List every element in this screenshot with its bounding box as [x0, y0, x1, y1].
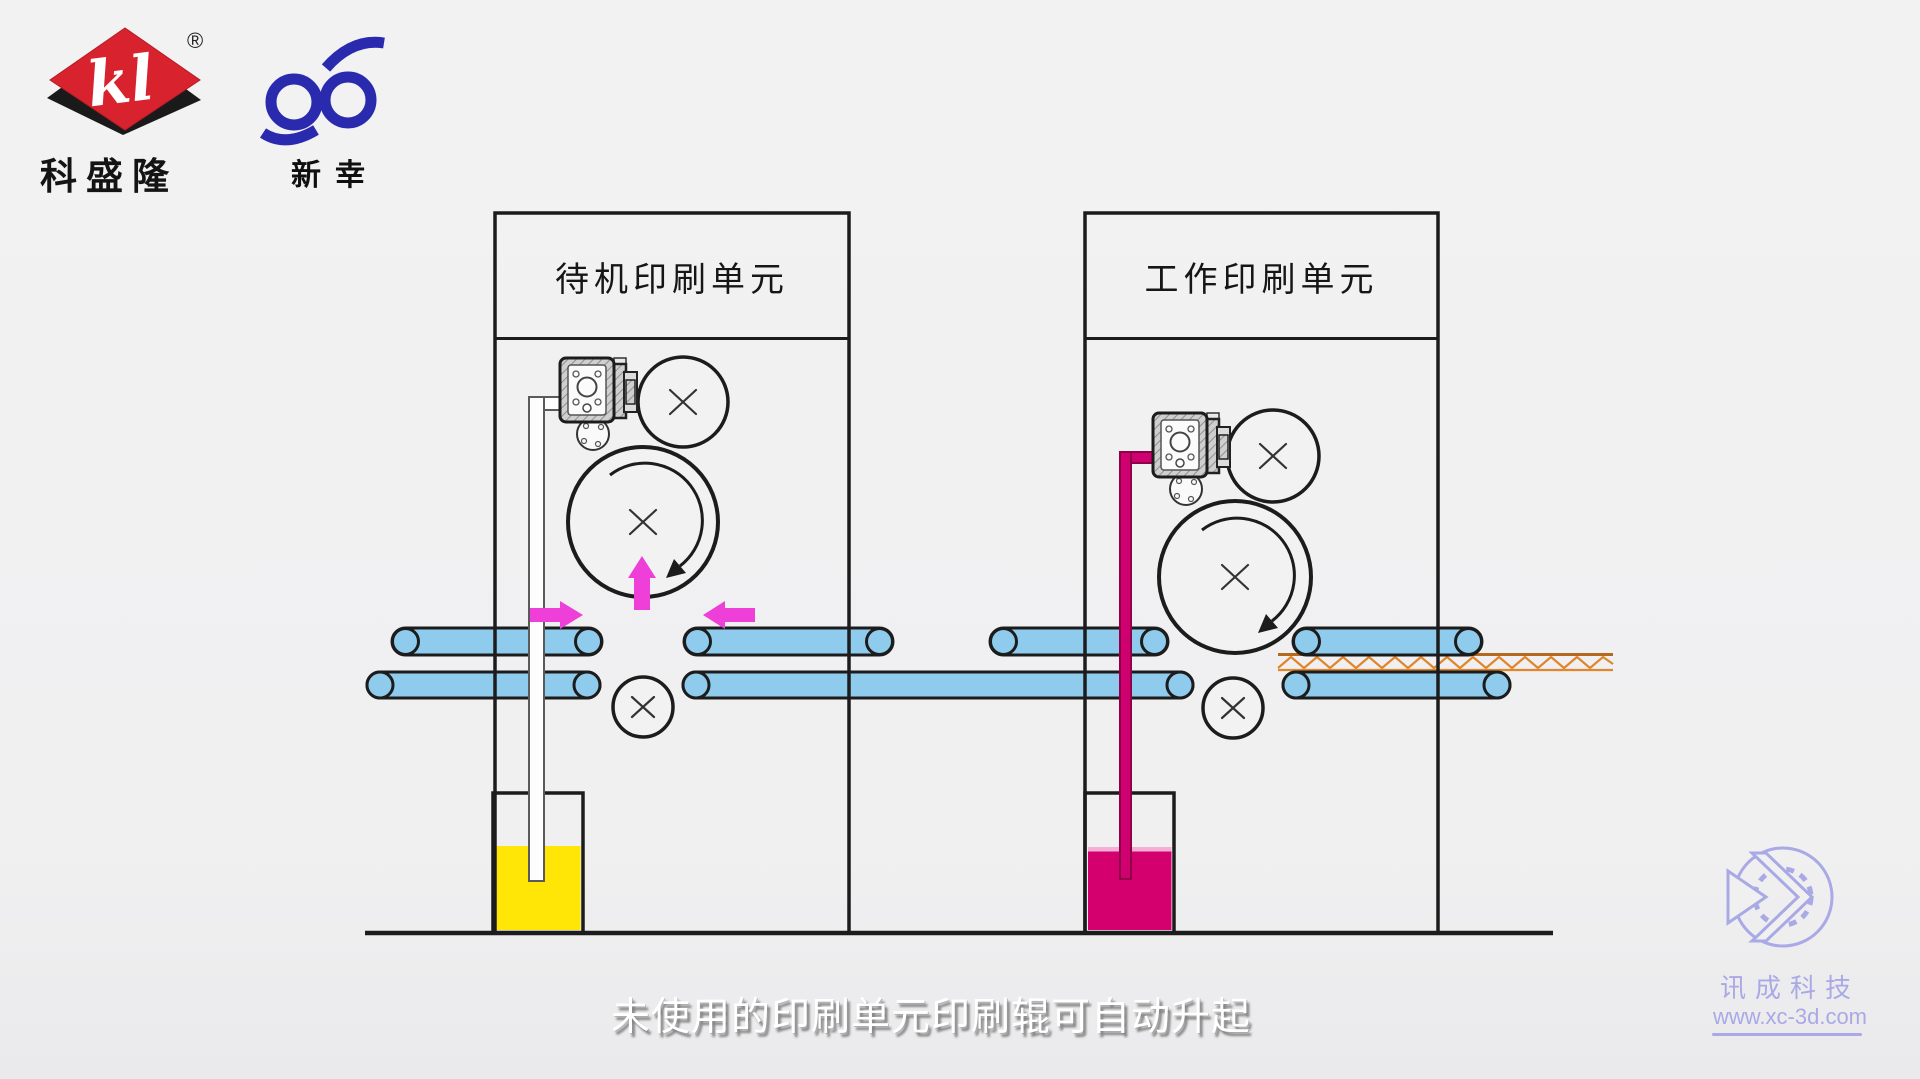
- xc-gear-logo-icon: [1726, 846, 1834, 948]
- partner-name: 新幸: [291, 159, 379, 192]
- right-ink-assembly: [1151, 411, 1232, 507]
- subtitle-caption: 未使用的印刷单元印刷辊可自动升起: [610, 996, 1252, 1039]
- left-unit-title: 待机印刷单元: [555, 260, 789, 299]
- watermark-url: www.xc-3d.com: [1712, 1004, 1868, 1029]
- left-arrow-icon: [703, 601, 755, 629]
- kl-company-name: 科盛隆: [40, 156, 178, 197]
- registered-mark: ®: [187, 28, 203, 53]
- watermark-company: 讯成科技: [1719, 973, 1860, 1003]
- corrugated-board: [1277, 653, 1614, 672]
- left-ink-assembly: [558, 356, 639, 452]
- raise-motion-arrows: [530, 556, 755, 629]
- kl-monogram: kl: [83, 41, 158, 122]
- roller-x-marks: [628, 388, 1288, 720]
- up-arrow-icon: [628, 556, 656, 610]
- left-ink-pipe: [528, 396, 563, 882]
- rotation-arrow-icon: [609, 461, 1296, 633]
- right-unit-title: 工作印刷单元: [1144, 260, 1379, 299]
- right-arrow-icon: [530, 601, 583, 629]
- unit-frames: [365, 211, 1553, 936]
- partner-96-logo-icon: [259, 36, 385, 146]
- kl-logo-icon: kl ®: [47, 27, 203, 135]
- watermark-underline: [1712, 1033, 1862, 1036]
